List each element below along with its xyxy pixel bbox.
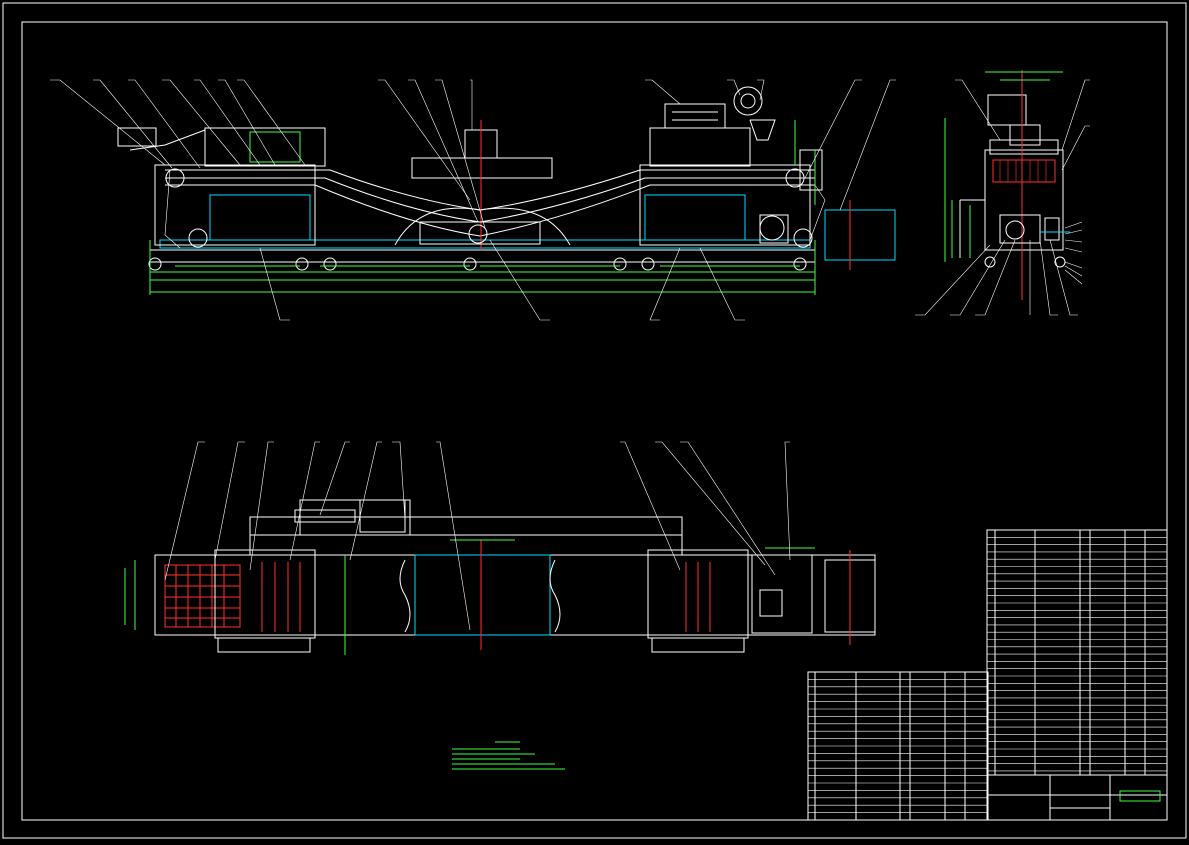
plan-view: [124, 441, 876, 655]
parts-list-right: [986, 529, 1168, 776]
parts-list-left: [807, 671, 989, 821]
side-view: [915, 70, 1090, 316]
title-block: [986, 760, 1168, 821]
left-roller-grid: [164, 564, 241, 628]
technical-notes: [452, 741, 565, 770]
front-elevation-view: [50, 79, 896, 321]
